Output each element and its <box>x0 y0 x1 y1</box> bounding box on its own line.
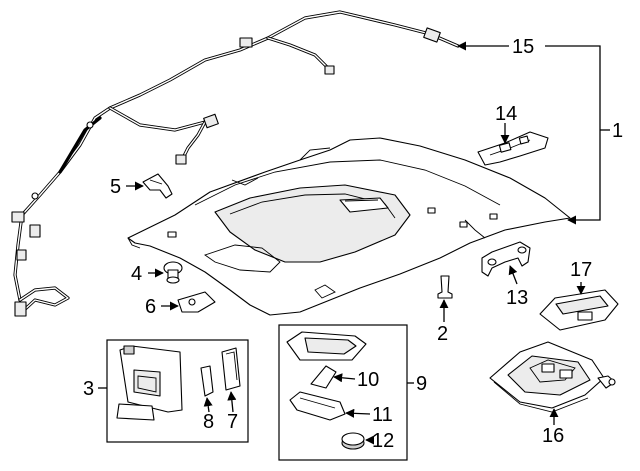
callout-leaders <box>98 41 610 445</box>
part-13-assist-handle <box>481 241 531 277</box>
visor-group-box <box>106 339 249 443</box>
callout-8: 8 <box>203 411 214 433</box>
part-1-headliner <box>127 137 571 316</box>
callout-2: 2 <box>437 323 448 345</box>
callout-6: 6 <box>145 296 156 318</box>
part-2-retainer <box>437 275 453 299</box>
callout-4: 4 <box>131 263 142 285</box>
callout-9: 9 <box>416 373 427 395</box>
callout-11: 11 <box>372 404 393 426</box>
callout-3: 3 <box>83 378 94 400</box>
part-17-lamp-lens <box>539 289 619 331</box>
callout-12: 12 <box>372 430 394 452</box>
callout-1: 1 <box>612 120 623 142</box>
part-15-wiring-harness <box>11 10 460 317</box>
part-6-cap <box>177 291 216 313</box>
callout-17: 17 <box>570 259 592 281</box>
callout-7: 7 <box>227 411 238 433</box>
callout-14: 14 <box>495 103 517 125</box>
callout-15: 15 <box>512 36 534 58</box>
part-16-overhead-console <box>489 341 616 413</box>
callout-10: 10 <box>357 369 379 391</box>
part-5-clip <box>142 173 173 199</box>
callout-13: 13 <box>506 287 528 309</box>
part-14-bracket <box>477 131 549 166</box>
part-4-fastener <box>163 261 183 284</box>
callout-16: 16 <box>542 425 564 447</box>
callout-labels: 1 2 3 4 5 6 7 8 9 10 11 12 13 14 15 16 1… <box>83 36 623 452</box>
lamp-group-box <box>278 324 408 461</box>
callout-5: 5 <box>110 176 121 198</box>
